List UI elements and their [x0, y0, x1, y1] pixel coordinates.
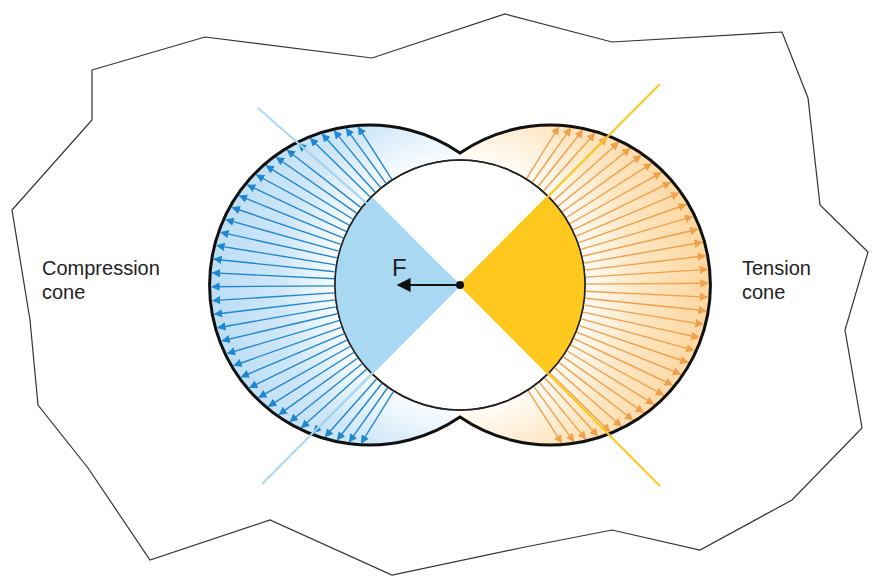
stress-arrow: [579, 326, 687, 363]
stress-arrow: [559, 363, 632, 420]
tension-cone-line: [460, 84, 660, 285]
stress-arrow: [576, 193, 678, 236]
stress-arrow: [277, 158, 357, 214]
stress-arrow: [290, 364, 362, 422]
compression-cone-line: [262, 285, 460, 484]
stress-arrow: [533, 128, 571, 182]
stress-arrow: [534, 387, 574, 442]
compression-cone-line: [258, 108, 460, 285]
stress-arrow: [586, 269, 707, 277]
stress-arrow: [218, 307, 336, 328]
stress-arrow: [586, 283, 708, 285]
stress-arrow: [558, 149, 630, 207]
force-arrow: [398, 284, 460, 286]
stress-arrow: [574, 339, 672, 385]
stress-arrow: [564, 357, 644, 413]
stress-arrow: [573, 182, 670, 229]
stress-arrow: [214, 259, 335, 272]
stress-arrow: [585, 298, 706, 311]
stress-arrow: [232, 208, 340, 245]
body-outline: [12, 14, 868, 575]
stress-arrow: [322, 134, 375, 192]
stress-arrow: [555, 368, 622, 426]
stress-arrow: [585, 256, 705, 270]
stress-arrow: [212, 285, 334, 287]
stress-arrow: [554, 142, 619, 200]
stress-arrow: [358, 127, 391, 179]
stress-arrow: [570, 173, 661, 224]
stress-arrow: [584, 305, 703, 324]
stress-arrow: [250, 340, 347, 387]
lobe-outline: [210, 125, 711, 445]
stress-arrow: [302, 369, 367, 427]
stress-arrow: [215, 300, 335, 314]
stress-arrow: [540, 383, 586, 440]
cone-label: Tension cone: [742, 256, 852, 304]
stress-arrow: [583, 229, 698, 256]
force-label: F: [392, 256, 422, 280]
force-point: [456, 281, 464, 289]
stress-arrow: [349, 388, 387, 442]
stress-arrow: [567, 351, 654, 404]
stress-arrow: [337, 384, 381, 440]
stress-arrow: [528, 391, 561, 443]
stress-arrow: [213, 273, 335, 279]
tension-cone-line: [460, 285, 660, 486]
stress-arrow: [213, 293, 334, 301]
stress-arrow: [550, 373, 610, 431]
stress-arrow: [240, 196, 344, 238]
stress-arrow: [545, 378, 598, 436]
cone-label: Compression cone: [42, 256, 177, 304]
stress-arrow: [581, 217, 693, 250]
stress-arrow: [577, 332, 681, 374]
stress-arrow: [222, 314, 337, 341]
stress-arrow: [584, 242, 702, 263]
stress-arrow: [586, 291, 708, 297]
stress-arrow: [228, 321, 340, 354]
stress-arrow: [248, 185, 346, 231]
stress-arrow: [257, 175, 350, 225]
stress-arrow: [334, 131, 380, 188]
stress-arrow: [241, 334, 343, 377]
stress-arrow: [259, 347, 350, 398]
stress-arrow: [571, 345, 664, 395]
stress-arrow: [538, 130, 582, 186]
stress-arrow: [310, 139, 370, 197]
stress-arrow: [346, 129, 386, 184]
stress-arrow: [287, 150, 360, 207]
stress-arrow: [266, 166, 353, 219]
stress-arrow: [217, 246, 336, 265]
